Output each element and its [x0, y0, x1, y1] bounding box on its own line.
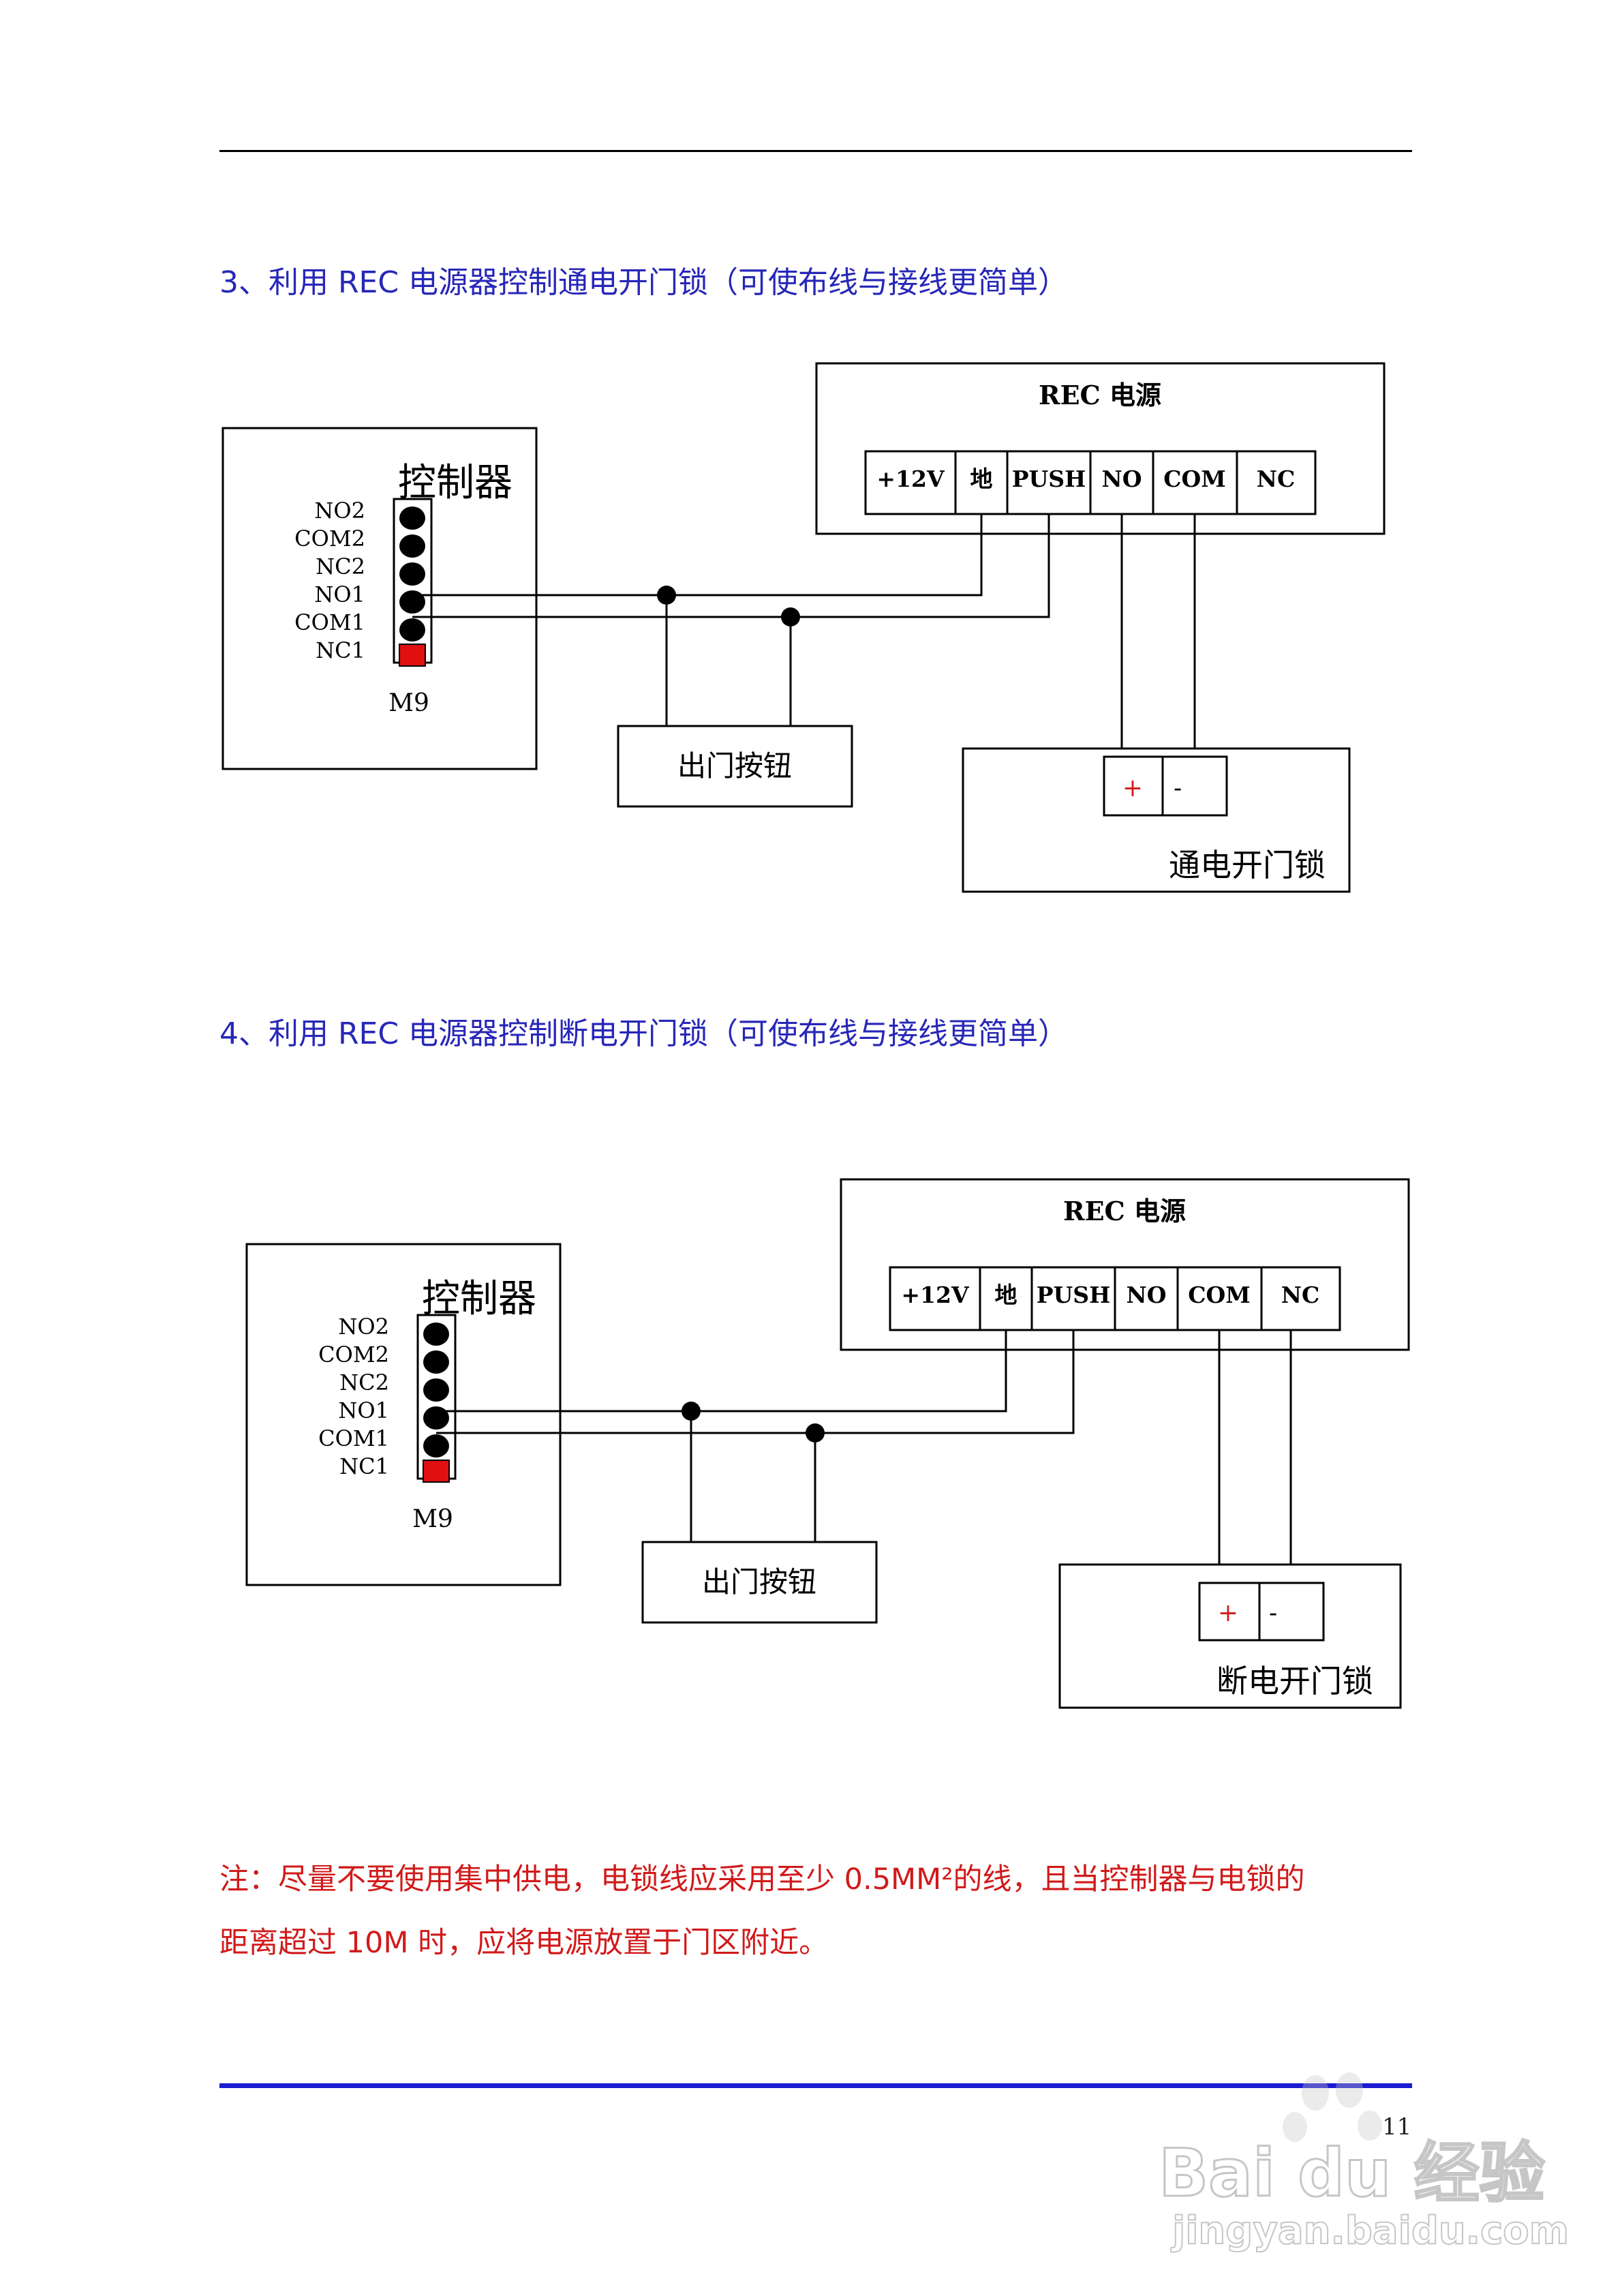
watermark-url: jingyan.baidu.com: [1172, 2208, 1570, 2254]
pin-label: NO1: [338, 1398, 389, 1423]
pin-label: NO2: [314, 498, 365, 524]
paw-icon: [1283, 2072, 1382, 2142]
controller-box: [245, 1243, 562, 1586]
wiring-diagram-3: REC 电源 +12V 地 PUSH NO COM NC 控制器 NO2 COM…: [221, 362, 1386, 893]
pin-label: COM1: [294, 609, 365, 635]
watermark-brand: Bai du 经验: [1158, 2134, 1546, 2213]
lock-terminal-block: [1198, 1582, 1325, 1642]
terminal-com: COM: [1188, 1282, 1251, 1308]
lock-label: 断电开门锁: [1216, 1663, 1373, 1700]
note-line-1: 注：尽量不要使用集中供电，电锁线应采用至少 0.5MM²的线，且当控制器与电锁的: [219, 1862, 1305, 1897]
terminal-ground: 地: [970, 466, 993, 492]
terminal-12v: +12V: [876, 466, 945, 492]
lock-label: 通电开门锁: [1169, 847, 1326, 883]
page-number: 11: [1382, 2113, 1412, 2141]
pin-label: NC1: [316, 637, 365, 663]
terminal-push: PUSH: [1037, 1282, 1111, 1308]
lock-minus: -: [1174, 774, 1182, 802]
exit-button-label: 出门按钮: [702, 1565, 816, 1599]
top-rule: [219, 150, 1412, 152]
lock-plus: +: [1122, 774, 1143, 802]
exit-button-box: [617, 725, 853, 808]
terminal-nc: NC: [1281, 1282, 1319, 1308]
terminal-push: PUSH: [1012, 466, 1086, 492]
pin-label: COM1: [318, 1425, 389, 1451]
baidu-watermark: Bai du 经验 jingyan.baidu.com: [1158, 2072, 1570, 2277]
lock-terminal-block: [1103, 755, 1228, 817]
nc1-pin-marker: [423, 1460, 450, 1483]
bottom-rule: [219, 2083, 1412, 2088]
controller-title: 控制器: [398, 461, 512, 505]
exit-button-label: 出门按钮: [677, 749, 792, 783]
pin-label: NC2: [339, 1370, 389, 1395]
terminal-no: NO: [1127, 1282, 1167, 1308]
terminal-12v: +12V: [901, 1282, 970, 1308]
exit-button-box: [641, 1541, 878, 1624]
pin-label: COM2: [294, 526, 365, 552]
nc1-pin-marker: [399, 644, 426, 667]
controller-box: [221, 427, 538, 770]
pin-label: NO2: [338, 1314, 389, 1340]
pin-label: COM2: [318, 1342, 389, 1368]
section-4-heading: 4、利用 REC 电源器控制断电开门锁（可使布线与接线更简单）: [219, 1016, 1069, 1051]
terminal-no: NO: [1102, 466, 1142, 492]
pin-label: NC2: [316, 554, 365, 579]
lock-minus: -: [1269, 1599, 1277, 1627]
controller-model: M9: [388, 689, 429, 717]
note-line-2: 距离超过 10M 时，应将电源放置于门区附近。: [219, 1926, 829, 1960]
controller-title: 控制器: [422, 1277, 536, 1321]
pin-label: NO1: [314, 581, 365, 607]
lock-plus: +: [1218, 1599, 1238, 1627]
rec-power-title: REC 电源: [1039, 380, 1161, 410]
pin-label: NC1: [339, 1453, 389, 1479]
rec-power-title: REC 电源: [1063, 1196, 1186, 1226]
terminal-com: COM: [1163, 466, 1226, 492]
terminal-ground: 地: [995, 1282, 1017, 1308]
section-3-heading: 3、利用 REC 电源器控制通电开门锁（可使布线与接线更简单）: [219, 265, 1069, 300]
controller-model: M9: [412, 1505, 453, 1533]
terminal-nc: NC: [1257, 466, 1295, 492]
wiring-diagram-4: REC 电源 +12V 地 PUSH NO COM NC 控制器 NO2 COM…: [245, 1178, 1410, 1709]
